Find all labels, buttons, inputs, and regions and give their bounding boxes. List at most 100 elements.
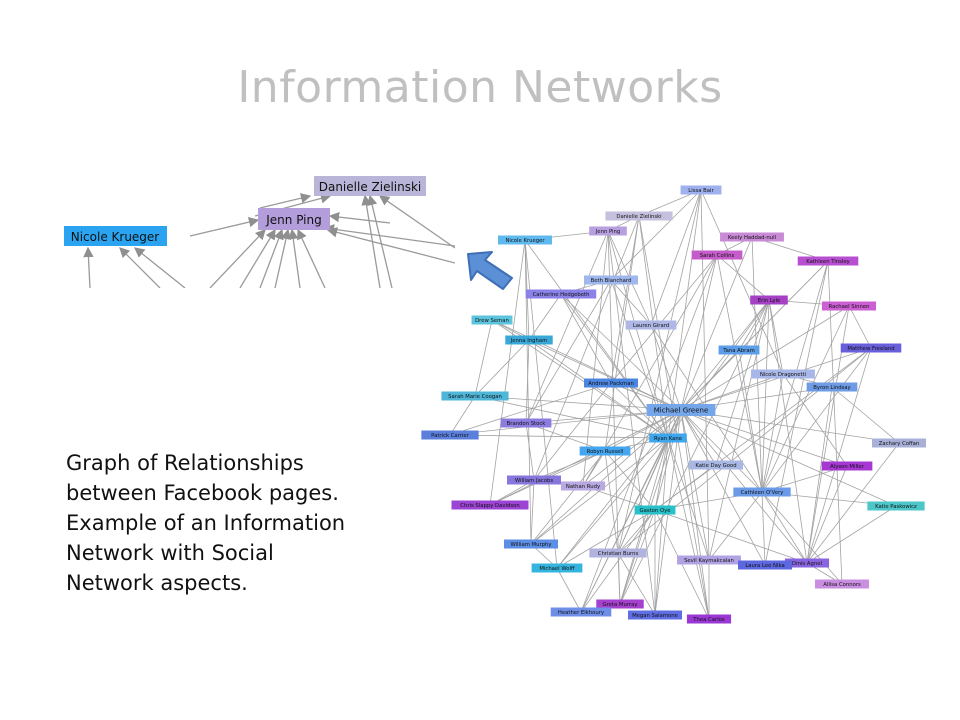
graph-edge (525, 422, 606, 452)
caption: Graph of Relationships between Facebook … (66, 448, 426, 598)
graph-node-box (691, 250, 743, 260)
graph-node-box (737, 560, 793, 570)
graph-node-label: Robyn Russell (587, 449, 624, 455)
graph-node: Catherine Hedgebeth (525, 289, 597, 299)
graph-edge (767, 299, 808, 564)
graph-edge (560, 293, 612, 384)
graph-edge (764, 260, 830, 566)
zoom-node-label: Nicole Krueger (71, 230, 160, 244)
graph-edge (654, 437, 670, 511)
graph-edge (738, 349, 764, 493)
graph-edge (650, 189, 702, 326)
graph-node-label: Kathleen Tinsley (806, 259, 850, 265)
graph-node: Nathan Rudy (560, 481, 606, 491)
graph-node: Allisa Connors (814, 579, 870, 589)
graph-edge (825, 260, 843, 585)
graph-edge (637, 215, 710, 620)
graph-node-label: Patrick Carrier (431, 433, 470, 439)
graph-node-box (821, 301, 877, 311)
graph-edge (715, 299, 771, 466)
up-left-arrow-icon (467, 251, 513, 290)
graph-edge (751, 236, 765, 493)
graph-edge (556, 509, 656, 569)
graph-node: Lissa Bair (680, 185, 722, 195)
graph-node-label: Catherine Hedgebeth (533, 292, 590, 298)
caption-line: Example of an Information (66, 511, 346, 535)
graph-node: Ryan Kane (649, 433, 687, 443)
graph-edge (530, 450, 606, 545)
graph-edge (533, 382, 612, 481)
graph-node: Nicole Krueger (497, 235, 553, 245)
graph-node-box (688, 460, 744, 470)
graph-node-box (646, 404, 716, 416)
graph-edge (761, 305, 850, 493)
graph-edge (680, 299, 770, 411)
graph-node-label: Megan Salamone (632, 613, 678, 619)
graph-node: Danielle Zielinski (605, 211, 673, 221)
caption-line: Network with Social (66, 541, 274, 565)
graph-node: Erin Lyle (750, 295, 788, 305)
graph-node: Sarah Marie Coogan (441, 391, 509, 401)
graph-node-label: Sevil Kaymakcalan (684, 558, 734, 564)
graph-node-box (531, 563, 583, 573)
graph-node: Jenna Ingham (505, 335, 553, 345)
zoom-node-nicole-krueger (64, 226, 167, 246)
graph-node-box (840, 343, 902, 353)
graph-edge (604, 215, 641, 452)
graph-node-box (441, 391, 509, 401)
graph-edge (716, 254, 764, 493)
graph-node-box (497, 235, 553, 245)
zoom-node-danielle-zielinski (314, 176, 426, 196)
graph-node-box (806, 382, 858, 392)
slide-title: Information Networks (237, 62, 723, 113)
graph-node: Tana Abram (718, 345, 760, 355)
graph-node: Patrick Carrier (421, 430, 479, 440)
graph-edge (603, 450, 619, 554)
graph-node-label: Katie Day Good (695, 463, 736, 469)
graph-node-label: Nicole Dragonetti (760, 372, 806, 378)
graph-edge (522, 239, 558, 569)
graph-node-label: Andrew Packman (588, 381, 634, 387)
graph-node-box (627, 610, 683, 620)
graph-node-label: Alyson Miller (830, 464, 865, 470)
graph-edge (582, 230, 610, 487)
graph-node-box (525, 289, 597, 299)
graph-edge (474, 319, 494, 397)
graph-node: Sarah Collins (691, 250, 743, 260)
graph-node: Katie Day Good (688, 460, 744, 470)
graph-node: Byron Lindsay (806, 382, 858, 392)
graph-node-box (500, 418, 552, 428)
graph-edge (449, 408, 682, 436)
graph-edge (530, 409, 682, 545)
graph-edge (650, 324, 682, 411)
graph-edge (805, 347, 872, 564)
graph-node-box (451, 500, 529, 510)
graph-edge (474, 395, 669, 440)
graph-node-box (677, 555, 741, 565)
graph-edge (604, 409, 682, 452)
graph-node-box (505, 335, 553, 345)
graph-node-label: Chris Slappy Davidson (460, 503, 519, 509)
graph-node-box (589, 226, 627, 236)
caption-line: Network aspects. (66, 571, 248, 595)
graph-node-label: Michael Wolff (539, 566, 575, 572)
graph-node: Christian Burns (589, 548, 647, 558)
graph-node-label: Sarah Marie Coogan (448, 394, 502, 400)
graph-node-label: Laura Lee Nika (745, 563, 784, 569)
graph-edge (700, 189, 784, 375)
graph-node: Cathleen O'Very (733, 487, 791, 497)
graph-node-box (421, 430, 479, 440)
graph-edge (680, 408, 900, 444)
graph-node: Keely Haddad-null (720, 232, 784, 242)
graph-node: Nicole Dragonetti (751, 369, 815, 379)
graph-node: Dinis Agnel (784, 558, 830, 568)
graph-node-box (720, 232, 784, 242)
graph-node: Thea Carlos (686, 614, 732, 624)
graph-node-label: Jenn Ping (595, 229, 621, 235)
graph-edge (524, 239, 669, 439)
graph-node: Kathleen Tinsley (797, 256, 859, 266)
graph-edge (680, 409, 763, 493)
graph-node-box (596, 599, 644, 609)
